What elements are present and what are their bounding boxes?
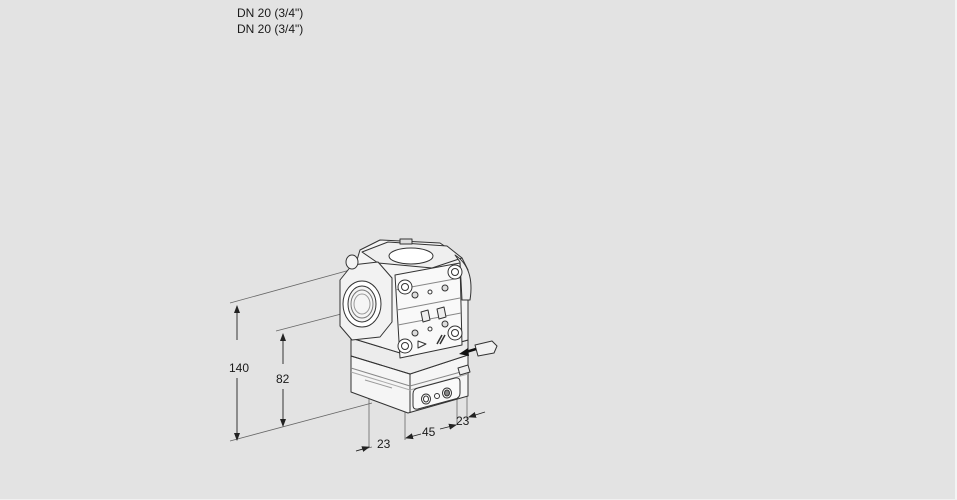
page-edge-right	[955, 0, 957, 500]
dimension-bottom	[355, 411, 486, 452]
nominal-diameter-label: DN 20 (3/4")	[237, 6, 304, 20]
dimension-label-right-offset: 23	[456, 414, 470, 428]
nominal-diameter-label-secondary: DN 20 (3/4")	[237, 22, 304, 36]
flow-arrow-icon	[459, 347, 477, 356]
valve-body	[339, 238, 498, 414]
dimension-label-left-offset: 23	[377, 437, 391, 451]
title-block: DN 20 (3/4") DN 20 (3/4")	[237, 5, 303, 37]
dimension-label-connection-height: 82	[276, 372, 290, 386]
dimension-label-overall-height: 140	[229, 361, 250, 375]
dimension-label-center-width: 45	[422, 425, 436, 439]
